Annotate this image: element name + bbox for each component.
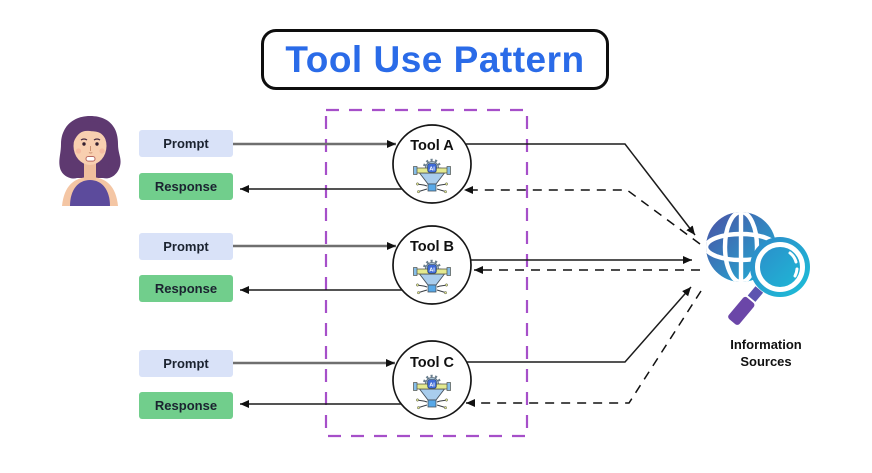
globe-magnifier-icon [706, 212, 810, 325]
information-sources-line1: Information [730, 337, 802, 352]
title-box: Tool Use Pattern [261, 29, 609, 90]
prompt-box-1: Prompt [139, 130, 233, 157]
user-avatar [59, 116, 121, 206]
tool-c-label: Tool C [410, 355, 455, 371]
tool-a-label: Tool A [410, 138, 454, 154]
ai-badge-label: AI [429, 382, 435, 388]
tool-b-label: Tool B [410, 239, 454, 255]
prompt-box-2: Prompt [139, 233, 233, 260]
tool-b-ai-vise-icon: AI [412, 259, 452, 296]
tool-c-ai-vise-icon: AI [412, 374, 452, 411]
tool-c-to-source-arrow [467, 286, 692, 363]
tool-a-to-source-arrow [466, 143, 696, 236]
response-box-1: Response [139, 173, 233, 200]
response-box-2: Response [139, 275, 233, 302]
tools-boundary-box [324, 108, 529, 438]
prompt-box-3: Prompt [139, 350, 233, 377]
tool-a-ai-vise-icon: AI [412, 158, 452, 195]
source-to-tool-a-arrow [464, 186, 701, 245]
information-sources-line2: Sources [740, 354, 792, 369]
source-to-tool-c-arrow [466, 290, 702, 407]
response-box-3: Response [139, 392, 233, 419]
ai-badge-label: AI [429, 166, 435, 172]
information-sources-label: Information Sources [700, 336, 832, 370]
ai-badge-label: AI [429, 267, 435, 273]
page-title: Tool Use Pattern [285, 38, 585, 80]
